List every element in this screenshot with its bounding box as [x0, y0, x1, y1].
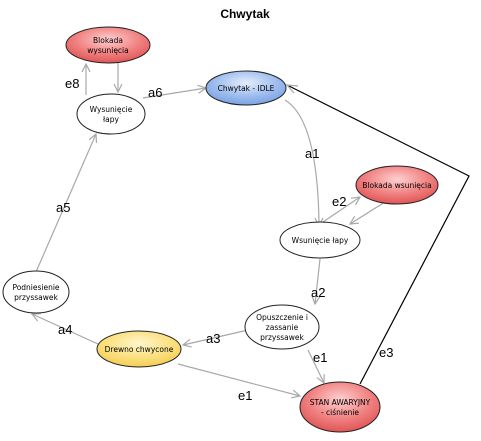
- edge-a6: [142, 88, 206, 99]
- node-podniesienie[interactable]: Podniesienie przyssawek: [2, 270, 70, 314]
- edge-label-e2: e2: [332, 194, 346, 209]
- edge-label-a5: a5: [56, 200, 70, 215]
- edge-label-a1: a1: [305, 146, 319, 161]
- node-blokada-wysuniecia[interactable]: Blokada wysunięcia: [65, 26, 151, 64]
- node-label-line: Blokada: [93, 36, 123, 45]
- node-label-line: STAN AWARYJNY: [310, 398, 371, 407]
- edge-label-a6: a6: [148, 85, 162, 100]
- edge-e1-upper: [307, 349, 324, 383]
- node-label-line: Podniesienie: [12, 283, 59, 292]
- node-opuszczenie[interactable]: Opuszczenie i zassanie przyssawek: [244, 304, 320, 350]
- edge-e1-lower: [177, 363, 300, 396]
- node-label-line: Blokada wsunięcia: [362, 181, 431, 190]
- edge-blokada-wsuniecia-to-wsuniecie: [350, 201, 386, 224]
- edge-e3: [286, 84, 470, 385]
- node-label-line: Opuszczenie i: [256, 313, 308, 322]
- edge-a5: [35, 134, 96, 273]
- edge-a3: [183, 329, 249, 345]
- node-label-line: łapy: [103, 115, 119, 124]
- node-label-line: Chwytak - IDLE: [218, 84, 275, 93]
- edge-a1: [284, 99, 319, 226]
- edge-label-e1-lower: e1: [238, 388, 252, 403]
- node-label-line: przyssawek: [14, 293, 58, 302]
- node-drewno-chwycone[interactable]: Drewno chwycone: [96, 330, 182, 368]
- diagram-title: Chwytak: [220, 7, 270, 21]
- edge-label-e8: e8: [65, 76, 79, 91]
- node-label-line: przyssawek: [260, 333, 304, 342]
- edge-label-a4: a4: [58, 322, 72, 337]
- node-wsuniecie-lapy[interactable]: Wsunięcie łapy: [279, 221, 361, 259]
- edge-label-a2: a2: [311, 285, 325, 300]
- node-stan-awaryjny[interactable]: STAN AWARYJNY - ciśnienie: [299, 381, 381, 433]
- node-label-line: Wysunięcie: [90, 105, 133, 114]
- node-label-line: Wsunięcie łapy: [292, 236, 349, 245]
- node-wysuniecie-lapy[interactable]: Wysunięcie łapy: [76, 93, 146, 135]
- edge-e3-arrowhead: [285, 84, 299, 94]
- node-label-line: - ciśnienie: [321, 408, 359, 417]
- edge-e2: [319, 197, 360, 225]
- edge-label-a3: a3: [206, 331, 220, 346]
- node-chwytak-idle[interactable]: Chwytak - IDLE: [205, 70, 287, 106]
- edge-label-e1-upper: e1: [313, 350, 327, 365]
- edge-a4: [32, 314, 99, 345]
- edge-labels: e8 a6 a1 e2 a2 a5 a4 a3 e1 e1 e3: [56, 76, 393, 403]
- node-label-line: Drewno chwycone: [105, 345, 174, 354]
- node-blokada-wsuniecia[interactable]: Blokada wsunięcia: [355, 165, 439, 205]
- edge-label-e3: e3: [379, 345, 393, 360]
- node-label-line: wysunięcia: [87, 46, 129, 55]
- edge-a2: [315, 258, 321, 304]
- node-label-line: zassanie: [266, 323, 299, 332]
- edges: [32, 62, 470, 396]
